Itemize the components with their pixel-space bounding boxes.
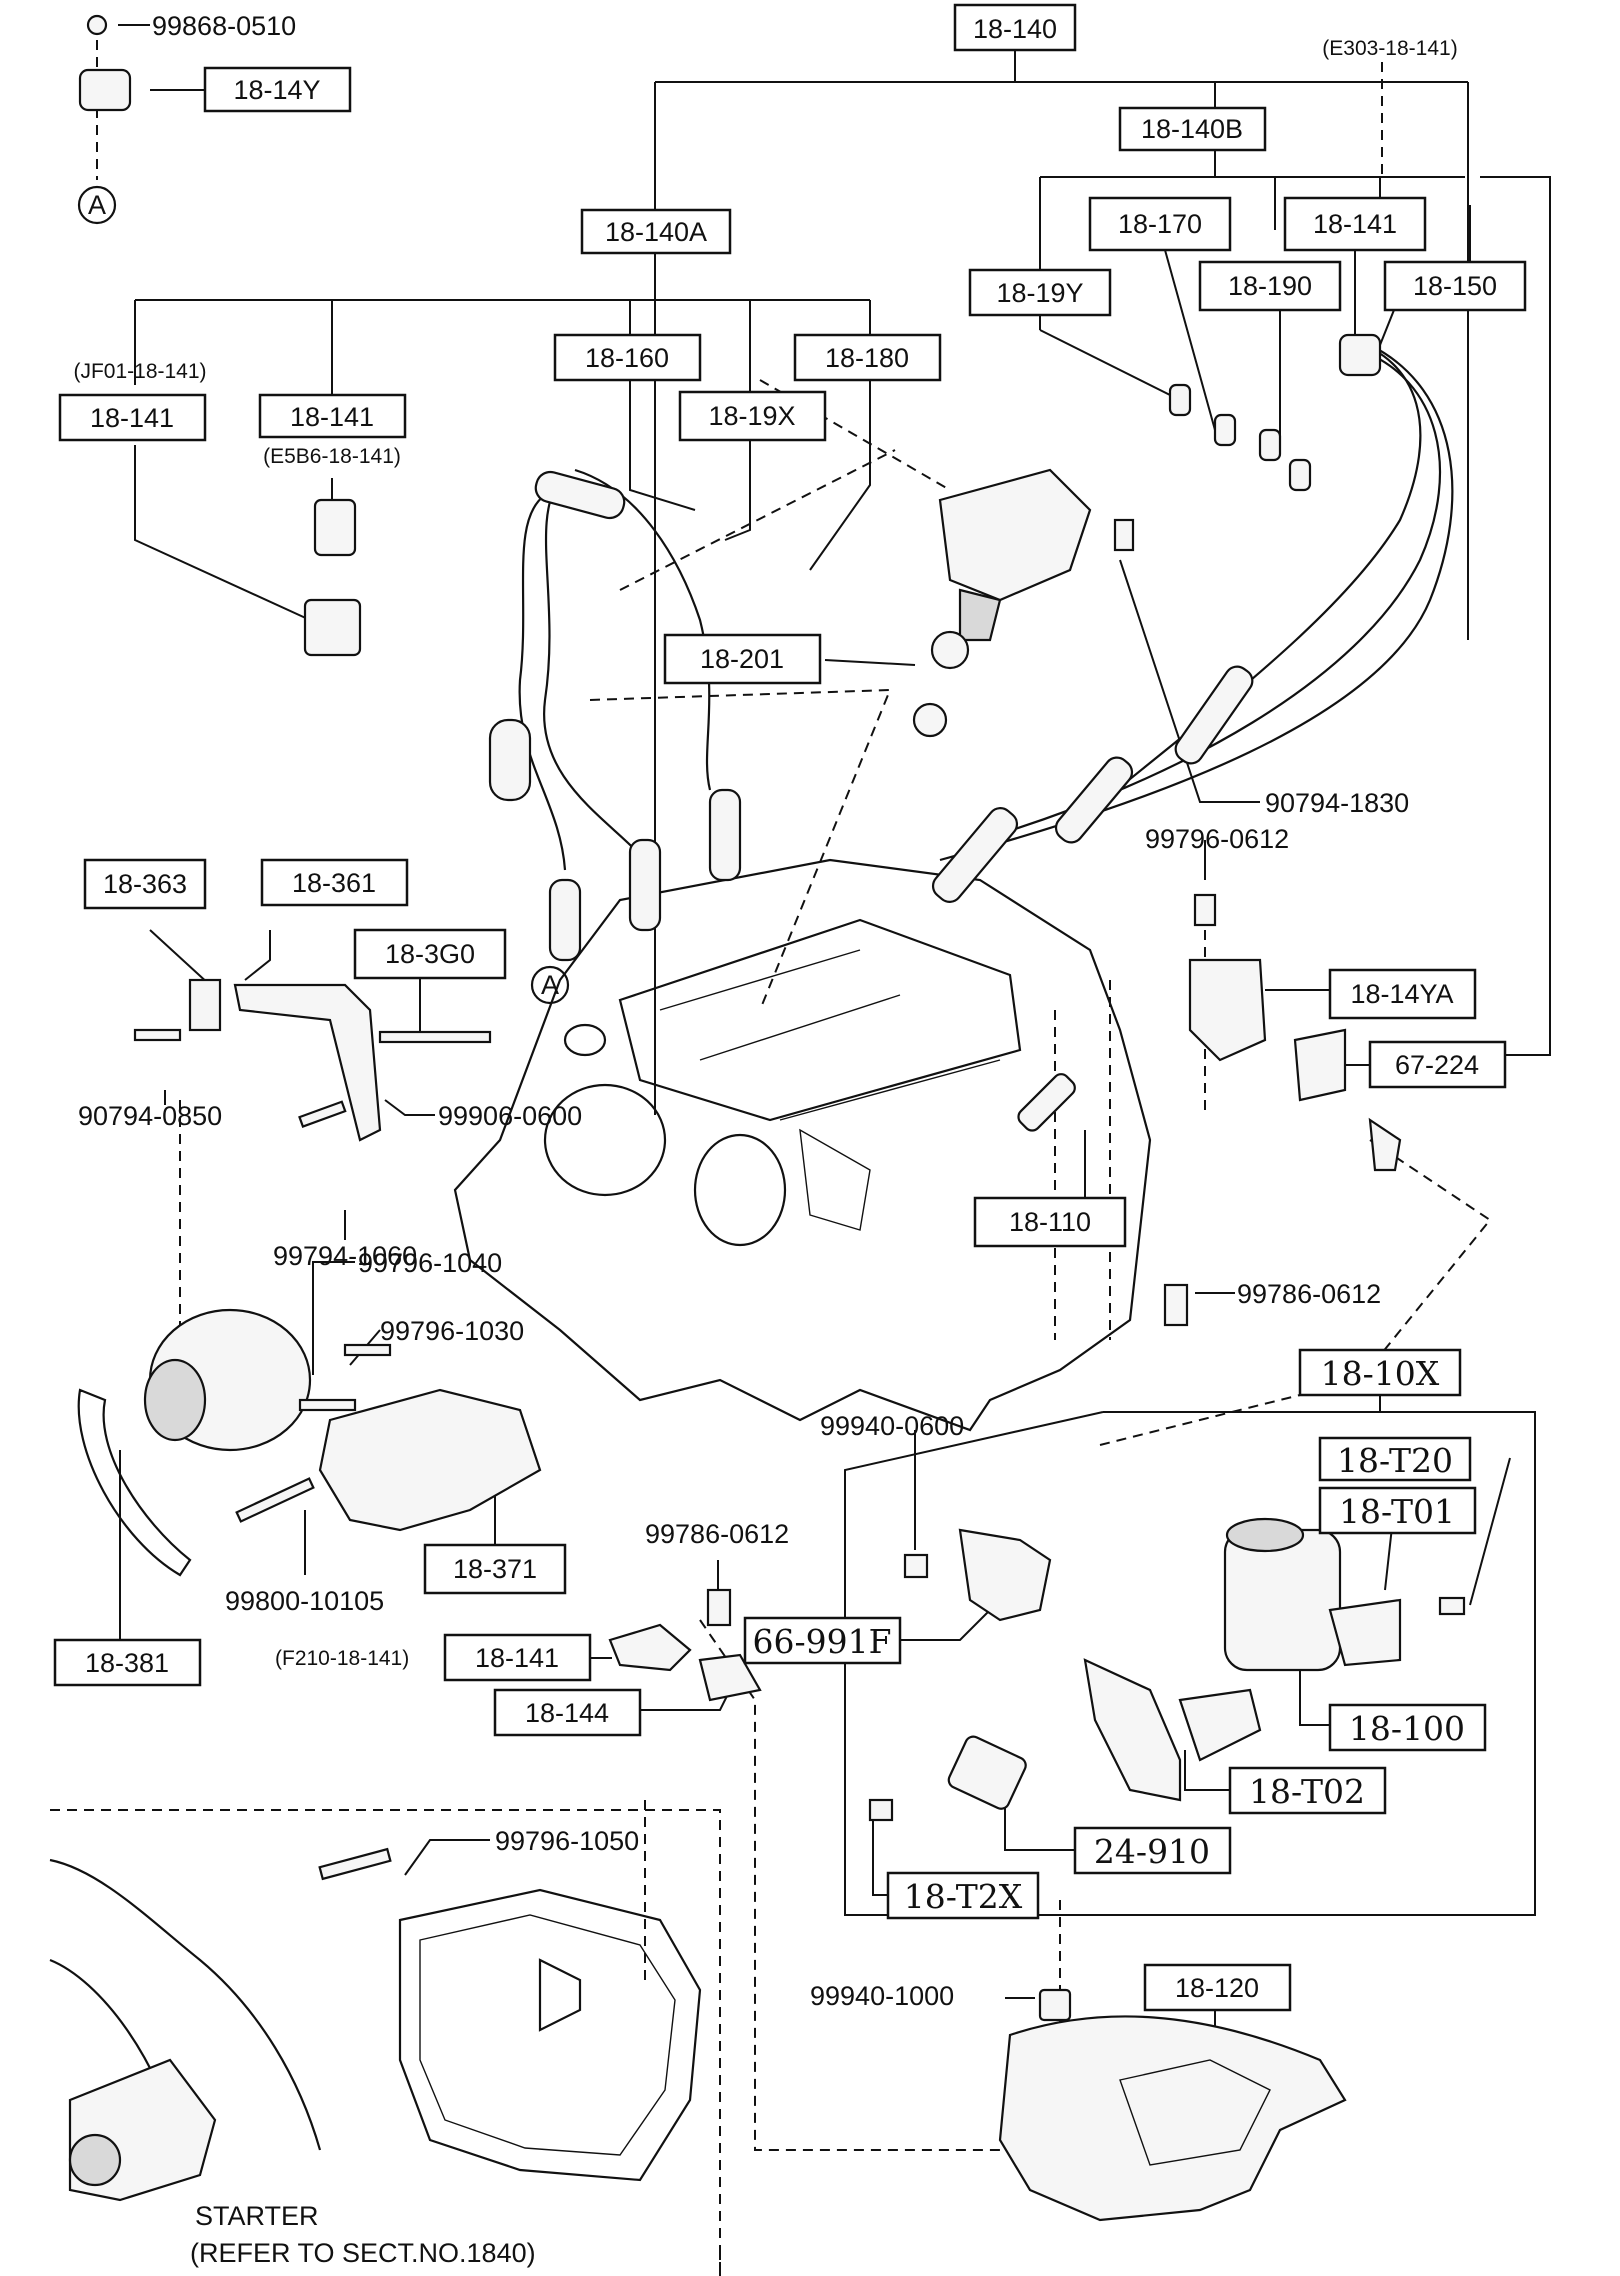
sensor-24-910 [947, 1735, 1027, 1810]
label-18-t01: 18-T01 [1339, 1492, 1455, 1531]
label-99796-0612: 99796-0612 [1145, 824, 1289, 854]
bracket-18-120 [998, 2015, 1347, 2222]
label-90794-0850: 90794-0850 [78, 1101, 222, 1131]
label-18-140: 18-140 [973, 14, 1057, 44]
label-18-140b: 18-140B [1141, 114, 1243, 144]
alternator-assembly [77, 978, 542, 1577]
label-ref-a-top: A [88, 190, 106, 220]
label-18-10x: 18-10X [1321, 1354, 1440, 1393]
coil-bracket [1083, 1658, 1182, 1802]
label-18-363: 18-363 [103, 869, 187, 899]
label-18-150: 18-150 [1413, 271, 1497, 301]
label-18-19y: 18-19Y [996, 278, 1083, 308]
label-18-19x: 18-19X [708, 401, 795, 431]
label-18-141-low: 18-141 [475, 1643, 559, 1673]
label-refer: (REFER TO SECT.NO.1840) [190, 2238, 536, 2268]
label-99786-0612-a: 99786-0612 [1237, 1279, 1381, 1309]
drive-belt [77, 1388, 192, 1577]
label-18-190: 18-190 [1228, 271, 1312, 301]
label-66-991f: 66-991F [752, 1622, 891, 1661]
label-18-t2x: 18-T2X [904, 1877, 1023, 1916]
label-18-t02: 18-T02 [1249, 1772, 1365, 1811]
label-e303: (E303-18-141) [1322, 37, 1457, 60]
clip-18-14y [78, 68, 132, 112]
label-f210: (F210-18-141) [275, 1647, 409, 1670]
label-99906-0600: 99906-0600 [438, 1101, 582, 1131]
label-18-14ya: 18-14YA [1350, 979, 1453, 1009]
label-99796-1040: 99796-1040 [358, 1248, 502, 1278]
callout-labels: 18-140 (E303-18-141) 18-140B 18-140A 18-… [53, 3, 1527, 2268]
label-18-3g0: 18-3G0 [385, 939, 475, 969]
label-99800-10105: 99800-10105 [225, 1586, 384, 1616]
label-18-141-mid: 18-141 [290, 402, 374, 432]
label-99786-0612-b: 99786-0612 [645, 1519, 789, 1549]
label-99796-1050: 99796-1050 [495, 1826, 639, 1856]
o-ring [912, 702, 948, 738]
label-18-141-top: 18-141 [1313, 209, 1397, 239]
label-90794-1830: 90794-1830 [1265, 788, 1409, 818]
label-18-381: 18-381 [85, 1648, 169, 1678]
label-18-120: 18-120 [1175, 1973, 1259, 2003]
label-ref-a-mid: A [541, 970, 559, 1000]
label-18-141-left: 18-141 [90, 403, 174, 433]
label-99940-0600: 99940-0600 [820, 1411, 964, 1441]
label-18-180: 18-180 [825, 343, 909, 373]
label-18-100: 18-100 [1349, 1709, 1465, 1748]
bracket-18-363 [188, 978, 222, 1032]
label-24-910: 24-910 [1094, 1832, 1210, 1871]
label-18-140a: 18-140A [605, 217, 707, 247]
crank-pulley [543, 1083, 667, 1197]
label-jf01: (JF01-18-141) [73, 360, 206, 383]
label-18-160: 18-160 [585, 343, 669, 373]
label-18-110: 18-110 [1009, 1207, 1091, 1237]
label-18-201: 18-201 [700, 644, 784, 674]
label-99796-1030: 99796-1030 [380, 1316, 524, 1346]
bracket-18-361 [233, 983, 382, 1142]
label-starter: STARTER [195, 2201, 319, 2231]
right-side-parts [1017, 893, 1402, 1327]
label-18-170: 18-170 [1118, 209, 1202, 239]
distributor [912, 468, 1135, 738]
label-67-224: 67-224 [1395, 1050, 1479, 1080]
label-e5b6: (E5B6-18-141) [263, 445, 401, 468]
label-18-361: 18-361 [292, 868, 376, 898]
ignition-coil [1223, 1528, 1342, 1672]
transmission-sketch [49, 1847, 702, 2202]
label-99940-1000: 99940-1000 [810, 1981, 954, 2011]
label-18-371: 18-371 [453, 1554, 537, 1584]
ignition-coil-assembly [868, 1517, 1466, 1822]
label-18-144: 18-144 [525, 1698, 609, 1728]
wire-clips [77, 14, 570, 1005]
spark-plug-wires [488, 333, 1454, 962]
label-99794-1060: 99794-1060 [273, 1241, 417, 1271]
label-18-t20: 18-T20 [1337, 1441, 1453, 1480]
label-99868-0510: 99868-0510 [152, 11, 296, 41]
engine-block [453, 858, 1152, 1432]
ref-a-top-circle [77, 185, 117, 225]
alternator-bracket [318, 1388, 542, 1532]
sensor-66-991f [958, 1528, 1052, 1622]
bottom-clips [608, 1588, 1347, 2222]
label-18-14y: 18-14Y [233, 75, 320, 105]
spark-plug [1017, 1073, 1076, 1132]
ref-a-mid-circle [530, 965, 570, 1005]
